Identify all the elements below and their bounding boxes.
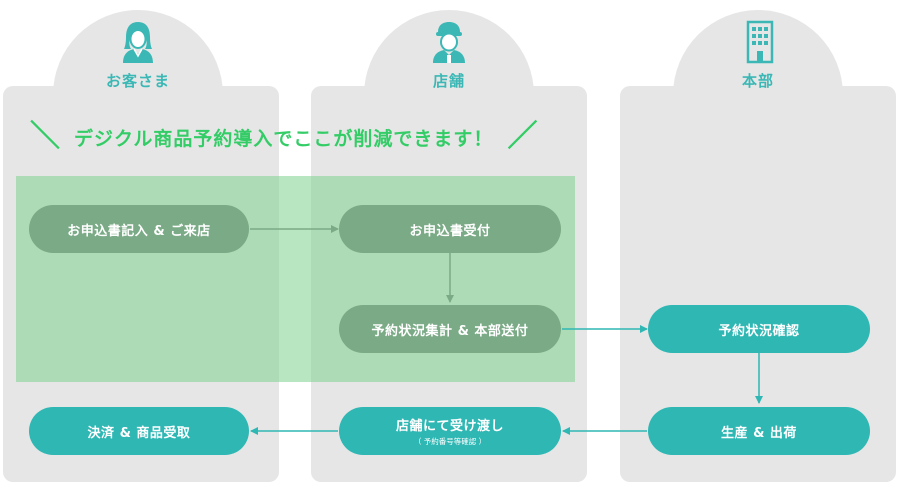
node-produce-ship: 生産 & 出荷 <box>648 407 870 455</box>
node-payment-receive-label: 決済 & 商品受取 <box>87 425 191 441</box>
headline-text: デジクル商品予約導入でここが削減できます！ <box>74 127 494 150</box>
node-store-handover: 店舗にて受け渡し （ 予約番号等確認 ） <box>339 407 561 455</box>
node-hq-confirm: 予約状況確認 <box>648 305 870 353</box>
node-tally-send-label: 予約状況集計 & 本部送付 <box>371 323 529 339</box>
lane-label-customer: お客さま <box>105 72 170 90</box>
node-hq-confirm-label: 予約状況確認 <box>718 323 800 339</box>
store-staff-icon <box>433 22 465 63</box>
node-apply-visit: お申込書記入 & ご来店 <box>29 205 249 253</box>
headline-slash-left: ＼ <box>30 119 60 154</box>
lane-label-hq: 本部 <box>741 72 774 90</box>
node-tally-send: 予約状況集計 & 本部送付 <box>339 305 561 353</box>
reduction-headline: ＼ デジクル商品予約導入でここが削減できます！ ／ <box>30 117 537 157</box>
lane-label-store: 店舗 <box>432 72 465 90</box>
node-receive-form: お申込書受付 <box>339 205 561 253</box>
female-customer-icon <box>123 22 153 63</box>
node-payment-receive: 決済 & 商品受取 <box>29 407 249 455</box>
node-apply-visit-label: お申込書記入 & ご来店 <box>67 223 211 239</box>
headline-slash-right: ／ <box>507 119 538 154</box>
node-receive-form-label: お申込書受付 <box>409 223 491 239</box>
node-store-handover-sublabel: （ 予約番号等確認 ） <box>413 437 487 446</box>
office-building-icon <box>746 20 774 64</box>
node-store-handover-label: 店舗にて受け渡し <box>395 419 504 434</box>
node-produce-ship-label: 生産 & 出荷 <box>721 425 797 441</box>
